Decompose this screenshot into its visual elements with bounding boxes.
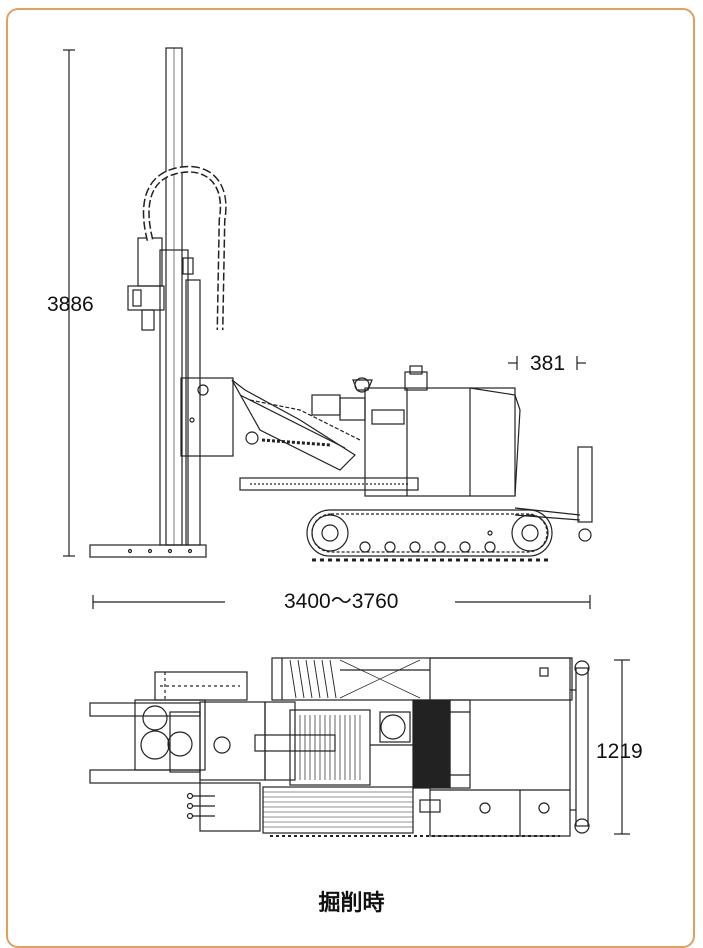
- height-dimension-label: 3886: [47, 293, 94, 316]
- offset-dimension-label: 381: [530, 352, 566, 375]
- caption: 掘削時: [318, 891, 385, 916]
- width-dimension-label: 1219: [596, 740, 643, 763]
- length-dimension-label: 3400～3760: [284, 590, 399, 613]
- top-view: [89, 657, 630, 837]
- machine-drawing: [63, 47, 630, 837]
- side-view: [63, 47, 593, 609]
